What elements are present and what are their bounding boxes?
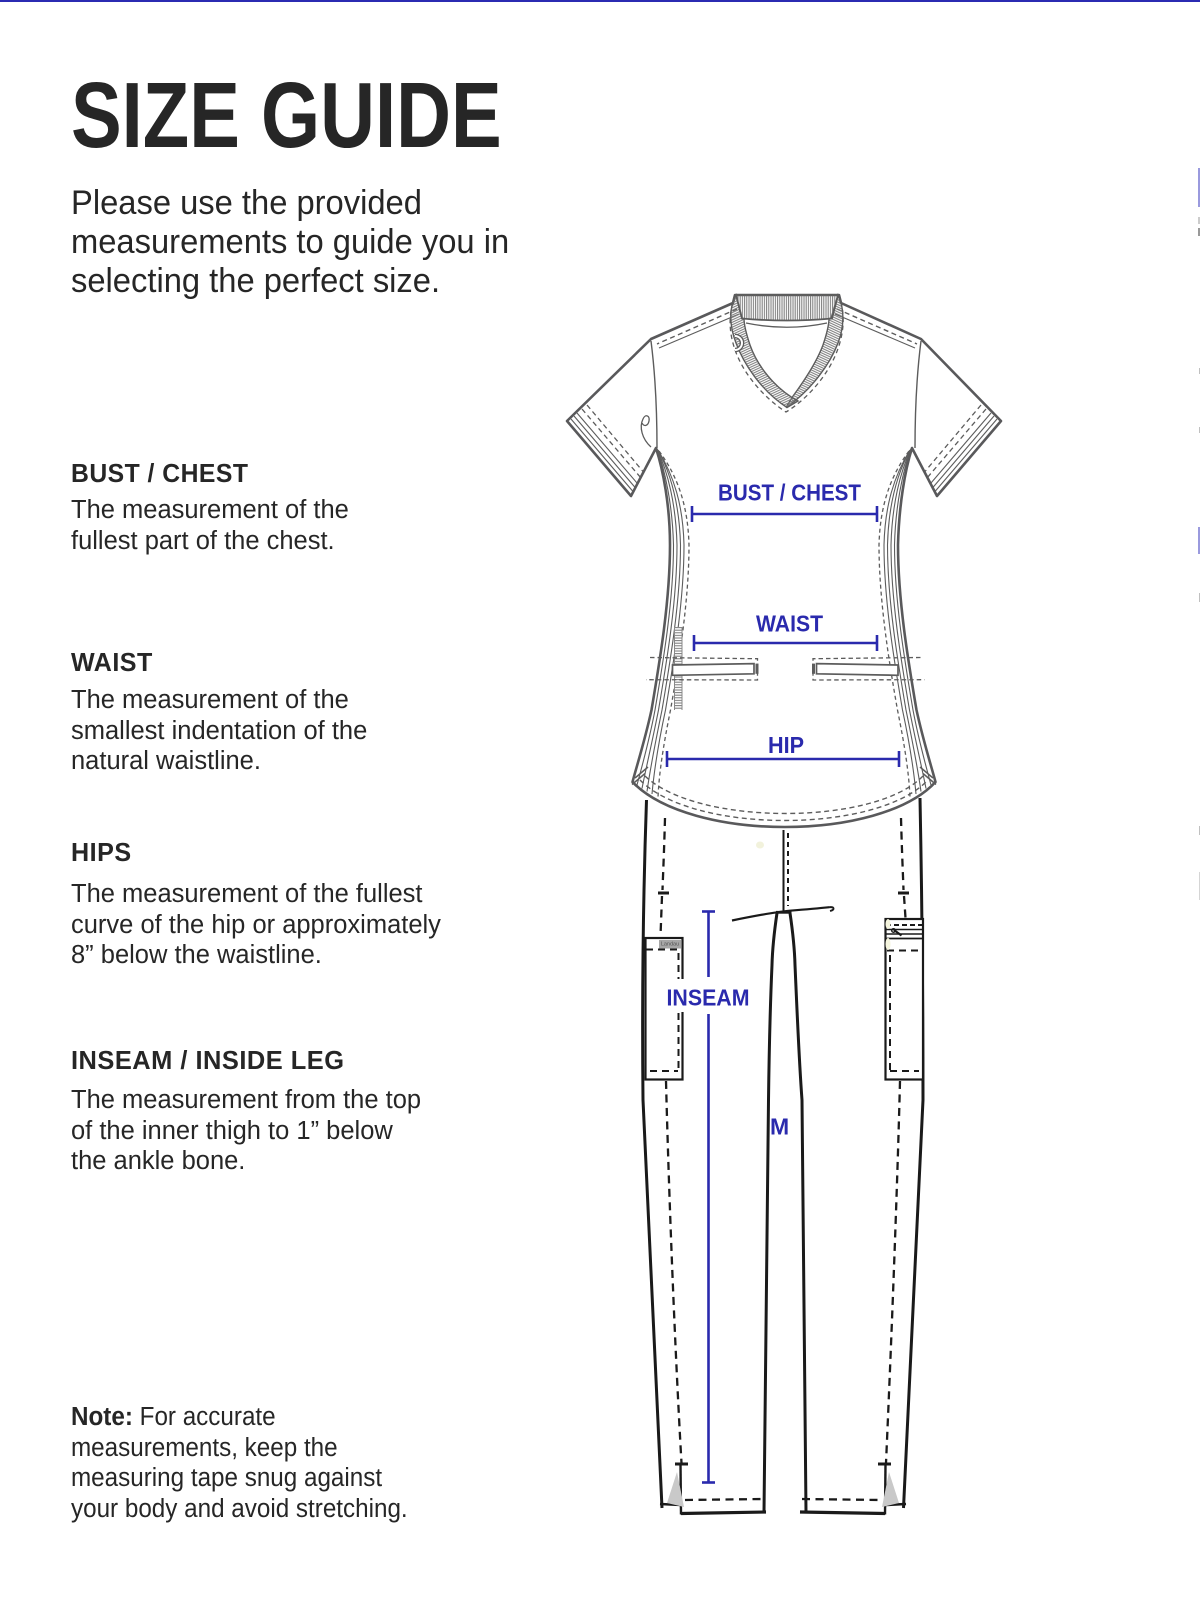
svg-text:Landau: Landau — [661, 942, 679, 948]
svg-text:WAIST: WAIST — [756, 611, 823, 637]
svg-text:HIP: HIP — [768, 732, 804, 758]
svg-text:INSEAM: INSEAM — [667, 985, 750, 1011]
svg-text:BUST / CHEST: BUST / CHEST — [718, 480, 861, 506]
svg-text:M: M — [770, 1114, 789, 1140]
